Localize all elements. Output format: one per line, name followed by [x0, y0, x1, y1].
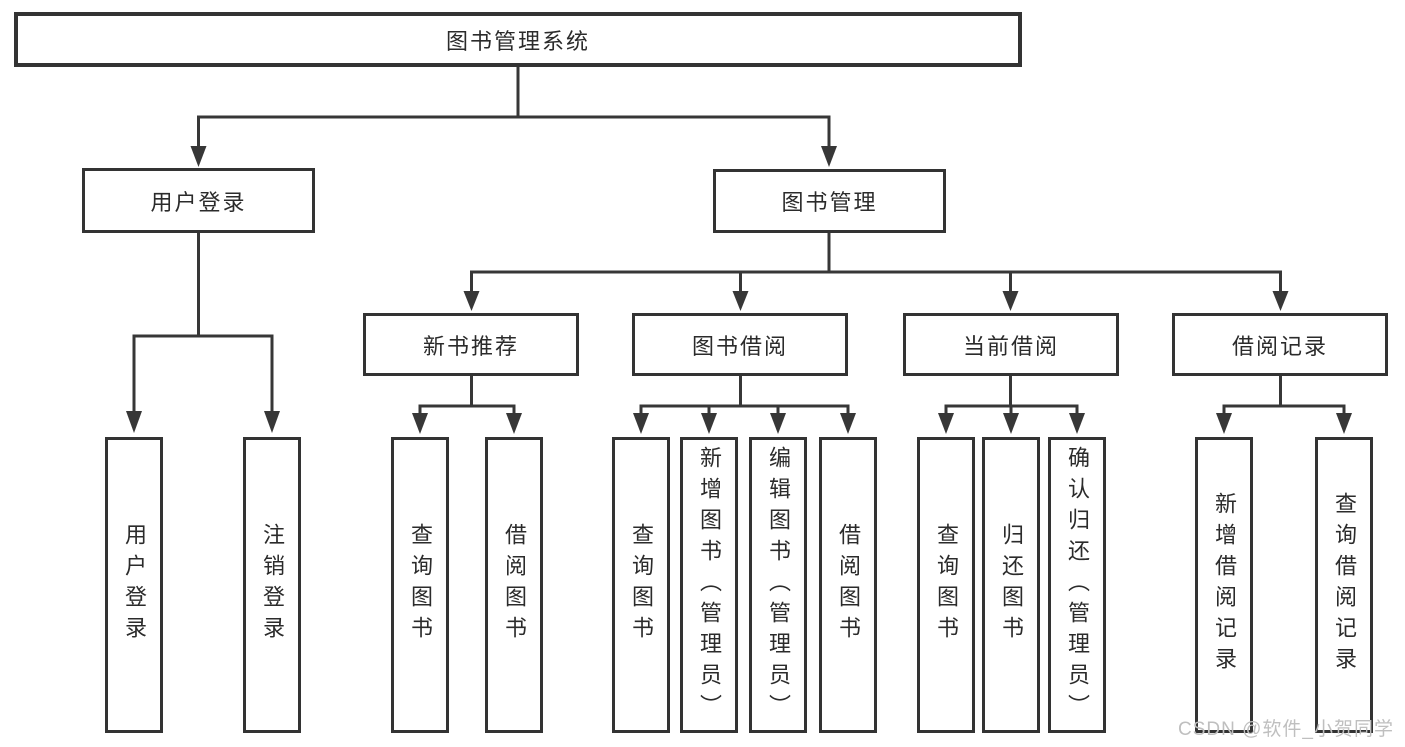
leaf-add-books-admin: 新增图书（管理员）: [680, 437, 738, 733]
arrowhead-icons: [126, 146, 1352, 434]
node-current-borrow: 当前借阅: [903, 313, 1119, 376]
leaf-borrow-books: 借阅图书: [485, 437, 543, 733]
leaf-edit-books-admin: 编辑图书（管理员）: [749, 437, 807, 733]
leaf-label: 确认归还（管理员）: [1065, 445, 1090, 725]
leaf-borrow-books: 借阅图书: [819, 437, 877, 733]
node-borrow-records: 借阅记录: [1172, 313, 1388, 376]
leaf-user-login: 用户登录: [105, 437, 163, 733]
leaf-label: 查询图书: [629, 523, 654, 647]
leaf-query-books: 查询图书: [917, 437, 975, 733]
leaf-confirm-return-admin: 确认归还（管理员）: [1048, 437, 1106, 733]
leaf-label: 查询图书: [408, 523, 433, 647]
leaf-label: 新增图书（管理员）: [697, 445, 722, 725]
leaf-query-books: 查询图书: [612, 437, 670, 733]
csdn-watermark: CSDN @软件_小贺同学: [1178, 719, 1394, 740]
leaf-query-books: 查询图书: [391, 437, 449, 733]
leaf-label: 编辑图书（管理员）: [766, 445, 791, 725]
leaf-add-borrow-record: 新增借阅记录: [1195, 437, 1253, 733]
node-root-system: 图书管理系统: [14, 12, 1022, 67]
leaf-label: 新增借阅记录: [1212, 492, 1237, 678]
leaf-return-books: 归还图书: [982, 437, 1040, 733]
leaf-logout: 注销登录: [243, 437, 301, 733]
leaf-label: 用户登录: [122, 523, 147, 647]
node-new-book-recommend: 新书推荐: [363, 313, 579, 376]
leaf-label: 借阅图书: [502, 523, 527, 647]
leaf-query-borrow-record: 查询借阅记录: [1315, 437, 1373, 733]
leaf-label: 归还图书: [999, 523, 1024, 647]
node-user-login: 用户登录: [82, 168, 315, 233]
leaf-label: 借阅图书: [836, 523, 861, 647]
node-book-borrow: 图书借阅: [632, 313, 848, 376]
leaf-label: 查询借阅记录: [1332, 492, 1357, 678]
leaf-label: 查询图书: [934, 523, 959, 647]
leaf-label: 注销登录: [260, 523, 285, 647]
node-book-management: 图书管理: [713, 169, 946, 233]
